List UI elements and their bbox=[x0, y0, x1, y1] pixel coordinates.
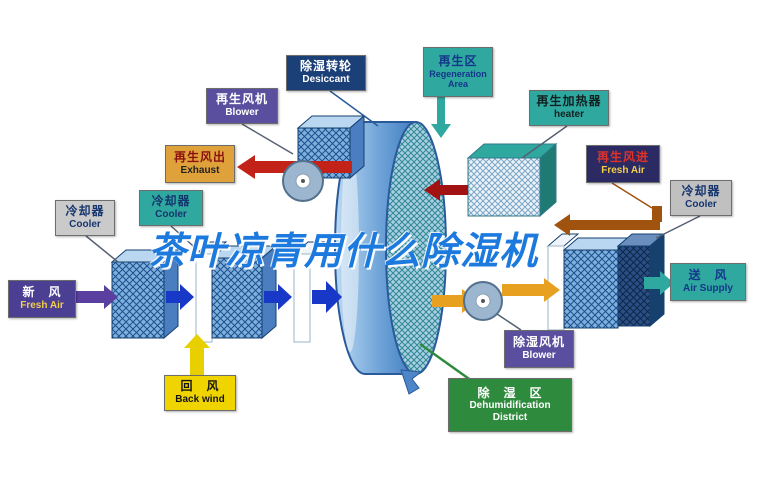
label-regen-blower-zh: 再生风机 bbox=[215, 92, 268, 107]
label-dehumid-district: 除 湿 区 Dehumidification District bbox=[448, 378, 572, 432]
label-regeneration-area-en: Regeneration Area bbox=[429, 68, 487, 89]
label-dehumid-blower: 除湿风机 Blower bbox=[504, 330, 574, 368]
dehumid-fan bbox=[463, 281, 503, 321]
label-fresh-air-en: Fresh Air bbox=[20, 300, 64, 312]
label-regen-fresh-air-en: Fresh Air bbox=[601, 165, 645, 177]
label-fresh-air: 新 风 Fresh Air bbox=[8, 280, 76, 318]
label-desiccant: 除湿转轮 Desiccant bbox=[286, 55, 366, 91]
label-regeneration-area: 再生区 Regeneration Area bbox=[423, 47, 493, 97]
label-cooler-mid-zh: 冷却器 bbox=[151, 194, 191, 209]
label-air-supply: 送 风 Air Supply bbox=[670, 263, 746, 301]
return-air-arrow bbox=[184, 334, 210, 376]
label-cooler-mid-en: Cooler bbox=[155, 209, 187, 221]
regen-fan bbox=[282, 160, 324, 202]
label-regen-heater: 再生加热器 heater bbox=[529, 90, 609, 126]
label-cooler-mid: 冷却器 Cooler bbox=[139, 190, 203, 226]
label-cooler-right: 冷却器 Cooler bbox=[670, 180, 732, 216]
label-desiccant-en: Desiccant bbox=[302, 74, 350, 86]
leader-lines bbox=[85, 90, 701, 383]
process-arrow-to-wheel bbox=[312, 281, 342, 313]
process-air-unit-left bbox=[110, 241, 326, 343]
label-cooler-right-zh: 冷却器 bbox=[681, 184, 721, 199]
label-air-supply-zh: 送 风 bbox=[688, 268, 728, 283]
airflow-arrows bbox=[76, 96, 674, 376]
label-exhaust: 再生风出 Exhaust bbox=[165, 145, 235, 183]
label-regeneration-area-zh: 再生区 bbox=[438, 53, 478, 68]
air-supply-arrow bbox=[644, 271, 674, 295]
label-dehumid-district-en: Dehumidification District bbox=[469, 400, 551, 423]
label-regen-blower: 再生风机 Blower bbox=[206, 88, 278, 124]
label-regen-fresh-air-zh: 再生风进 bbox=[596, 150, 649, 165]
label-back-wind-en: Back wind bbox=[175, 394, 225, 406]
process-arrow-2 bbox=[264, 284, 292, 310]
regen-area-pointer-arrow bbox=[431, 96, 451, 138]
label-exhaust-en: Exhaust bbox=[180, 165, 220, 177]
process-arrow-1 bbox=[166, 284, 194, 310]
fresh-air-inlet-arrow bbox=[76, 285, 118, 309]
label-back-wind: 回 风 Back wind bbox=[164, 375, 236, 411]
label-regen-fresh-air: 再生风进 Fresh Air bbox=[586, 145, 660, 183]
desiccant-wheel-graphic bbox=[334, 121, 447, 395]
label-regen-heater-zh: 再生加热器 bbox=[536, 94, 602, 109]
label-cooler-left-en: Cooler bbox=[69, 219, 101, 231]
label-exhaust-zh: 再生风出 bbox=[173, 150, 226, 165]
watermark-text: 茶叶凉青用什么除湿机 bbox=[148, 231, 539, 273]
label-dehumid-district-zh: 除 湿 区 bbox=[477, 385, 543, 400]
label-cooler-right-en: Cooler bbox=[685, 199, 717, 211]
label-regen-blower-en: Blower bbox=[225, 107, 259, 119]
label-regen-heater-en: heater bbox=[553, 109, 584, 121]
fans bbox=[282, 160, 503, 321]
regen-inlet-arrow bbox=[554, 214, 660, 236]
label-back-wind-zh: 回 风 bbox=[180, 379, 220, 394]
label-air-supply-en: Air Supply bbox=[682, 283, 733, 295]
fan-to-unit-arrow bbox=[502, 278, 560, 302]
heater-to-wheel-arrow bbox=[424, 179, 468, 201]
label-desiccant-zh: 除湿转轮 bbox=[299, 59, 352, 74]
regen-heater-unit bbox=[466, 142, 558, 218]
label-dehumid-blower-zh: 除湿风机 bbox=[512, 335, 565, 350]
regen-blower-unit bbox=[296, 114, 366, 180]
wheel-drive-tab bbox=[400, 369, 423, 395]
label-cooler-left: 冷却器 Cooler bbox=[55, 200, 115, 236]
label-fresh-air-zh: 新 风 bbox=[22, 285, 62, 300]
label-cooler-left-zh: 冷却器 bbox=[65, 204, 105, 219]
label-dehumid-blower-en: Blower bbox=[522, 350, 556, 362]
